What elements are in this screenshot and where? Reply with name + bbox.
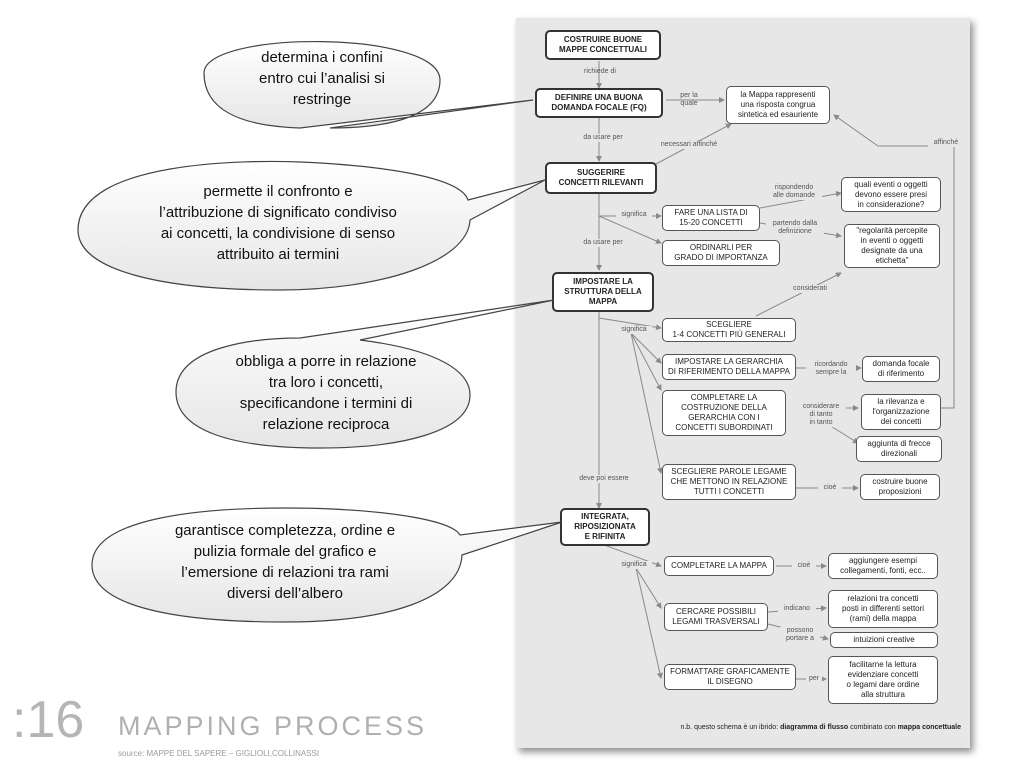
link-necessari-affinche: necessari affinché <box>652 141 726 149</box>
bubble-1-text: determina i confini entro cui l’analisi … <box>259 49 385 108</box>
link-considerare: considerare di tanto in tanto <box>796 403 846 427</box>
node-eventi: quali eventi o oggetti devono essere pre… <box>841 177 941 212</box>
node-intuizioni: intuizioni creative <box>830 632 938 648</box>
node-legami: CERCARE POSSIBILI LEGAMI TRASVERSALI <box>664 603 768 631</box>
node-impostare-struttura: IMPOSTARE LA STRUTTURA DELLA MAPPA <box>552 272 654 312</box>
link-per: per <box>806 675 822 683</box>
node-esempi: aggiungere esempi collegamenti, fonti, e… <box>828 553 938 579</box>
link-possono: possono portare a <box>780 627 820 643</box>
link-considerati: considerati <box>786 285 834 293</box>
node-rilevanza: la rilevanza e l'organizzazione dei conc… <box>861 394 941 430</box>
link-rispondendo: rispondendo alle domande <box>766 184 822 200</box>
node-costruire: COSTRUIRE BUONE MAPPE CONCETTUALI <box>545 30 661 60</box>
link-significa-2: significa <box>616 326 652 334</box>
node-proposizioni: costruire buone proposizioni <box>860 474 940 500</box>
node-completare-costruzione: COMPLETARE LA COSTRUZIONE DELLA GERARCHI… <box>662 390 786 436</box>
slide-title: MAPPING PROCESS <box>118 711 428 741</box>
node-regolarita: "regolarità percepite in eventi o oggett… <box>844 224 940 268</box>
node-suggerire: SUGGERIRE CONCETTI RILEVANTI <box>545 162 657 194</box>
node-frecce: aggiunta di frecce direzionali <box>856 436 942 462</box>
bubble-3-text: obbliga a porre in relazione tra loro i … <box>235 353 417 433</box>
slide-number: :16 <box>12 691 85 749</box>
link-cioe-1: cioè <box>818 484 842 492</box>
link-per-la-quale: per la quale <box>680 92 698 107</box>
link-significa-1: significa <box>616 211 652 219</box>
node-domanda-focale: domanda focale di riferimento <box>862 356 940 382</box>
node-parole-legame: SCEGLIERE PAROLE LEGAME CHE METTONO IN R… <box>662 464 796 500</box>
bubble-2-text: permette il confronto e l’attribuzione d… <box>159 183 397 263</box>
node-risposta: la Mappa rappresenti una risposta congru… <box>726 86 830 124</box>
bubble-4-text: garantisce completezza, ordine e pulizia… <box>174 522 396 602</box>
map-note: n.b. questo schema è un ibrido: diagramm… <box>680 724 961 731</box>
node-formattare: FORMATTARE GRAFICAMENTE IL DISEGNO <box>664 664 796 690</box>
node-ordinarli: ORDINARLI PER GRADO DI IMPORTANZA <box>662 240 780 266</box>
link-significa-3: significa <box>616 561 652 569</box>
link-da-usare-per-1: da usare per <box>576 134 630 142</box>
node-relazioni: relazioni tra concetti posti in differen… <box>828 590 938 628</box>
node-scegliere14: SCEGLIERE 1-4 CONCETTI PIÙ GENERALI <box>662 318 796 342</box>
node-gerarchia: IMPOSTARE LA GERARCHIA DI RIFERIMENTO DE… <box>662 354 796 380</box>
link-da-usare-per-2: da usare per <box>576 239 630 247</box>
node-integrata: INTEGRATA, RIPOSIZIONATA E RIFINITA <box>560 508 650 546</box>
link-ricordando: ricordando sempre la <box>806 361 856 377</box>
link-cioe-2: cioè <box>792 562 816 570</box>
link-richiede-di: richiede di <box>584 68 616 75</box>
link-affinche: affinché <box>928 139 964 147</box>
node-completare-mappa: COMPLETARE LA MAPPA <box>664 556 774 576</box>
link-indicano: indicano <box>778 605 816 613</box>
node-definire: DEFINIRE UNA BUONA DOMANDA FOCALE (FQ) <box>535 88 663 118</box>
node-lista: FARE UNA LISTA DI 15-20 CONCETTI <box>662 205 760 231</box>
link-deve-poi-essere: deve poi essere <box>572 475 636 483</box>
slide-source: source: MAPPE DEL SAPERE – GIGLIOLI,COLL… <box>118 749 320 758</box>
concept-map: COSTRUIRE BUONE MAPPE CONCETTUALI DEFINI… <box>516 18 970 748</box>
node-lettura: facilitarne la lettura evidenziare conce… <box>828 656 938 704</box>
link-partendo: partendo dalla definizione <box>766 220 824 236</box>
